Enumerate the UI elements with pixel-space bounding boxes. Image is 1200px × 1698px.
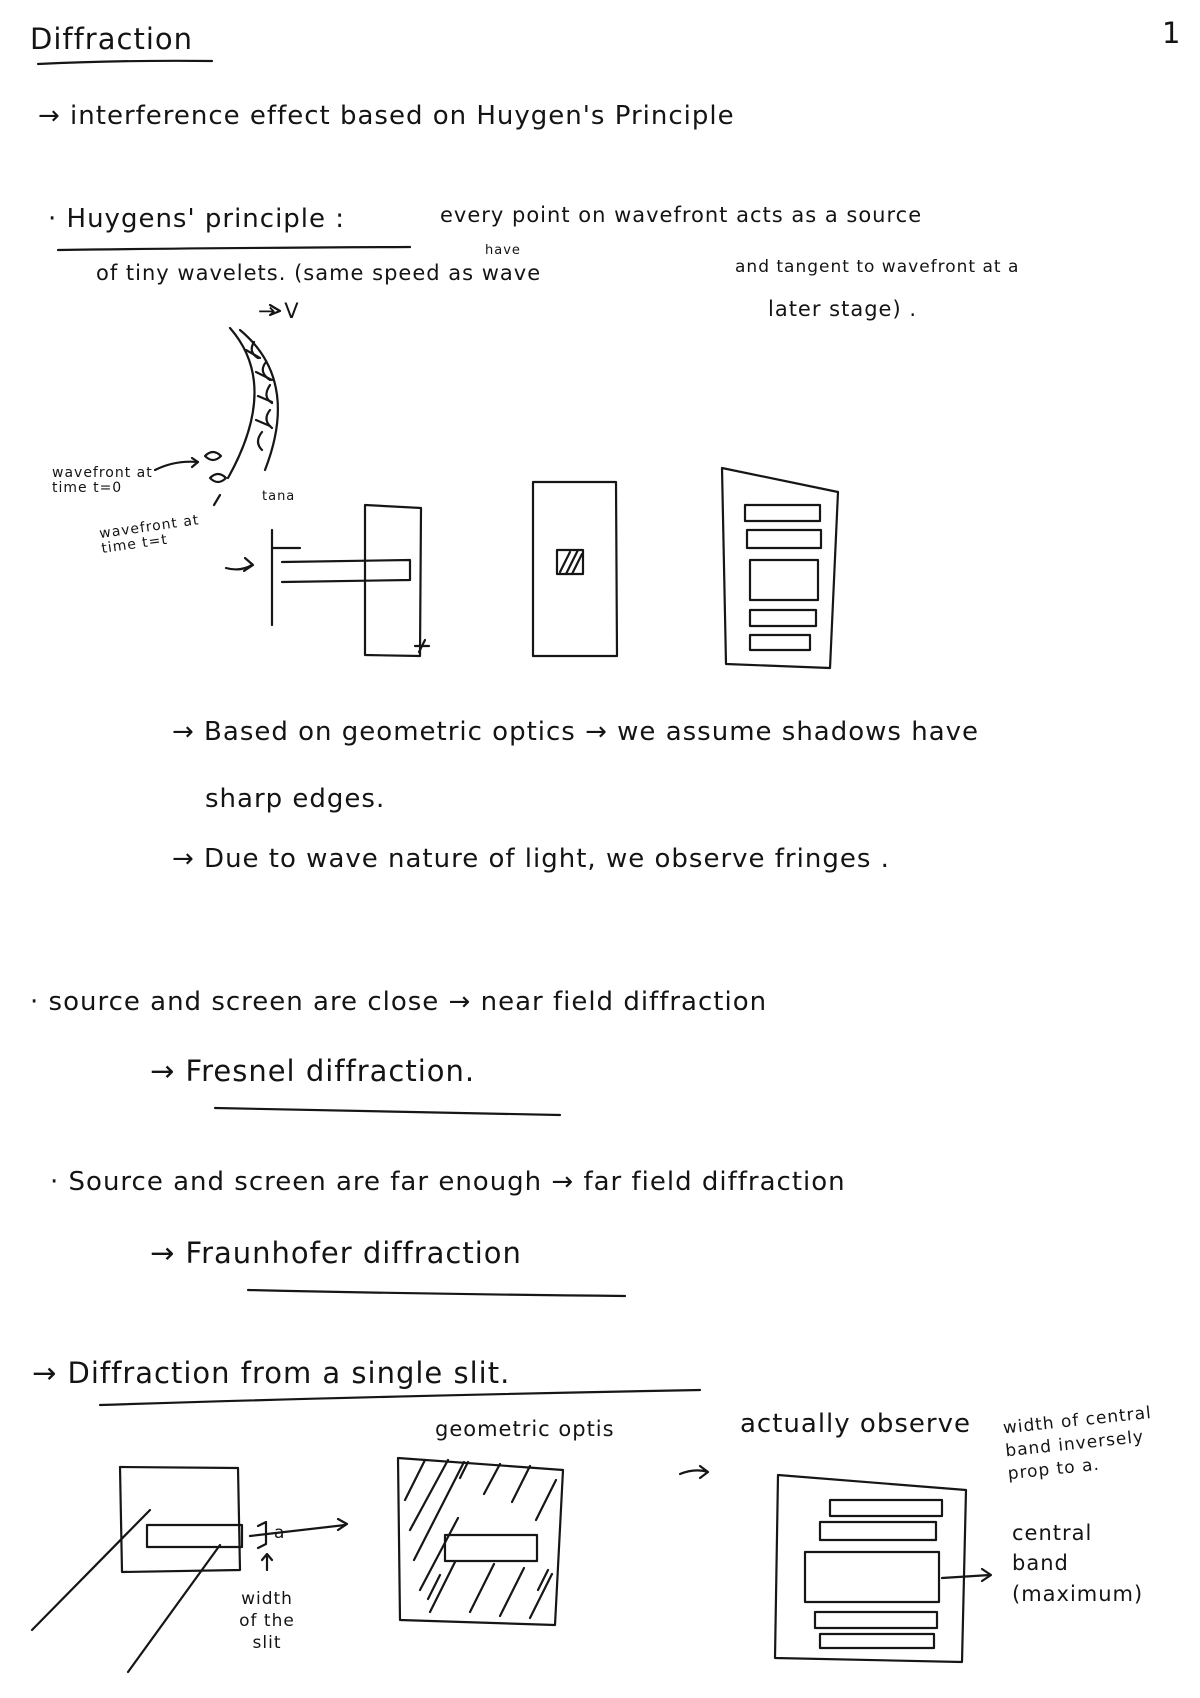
central-band-label: central band (maximum)	[1012, 1521, 1144, 1606]
single-slit-underline	[98, 1388, 702, 1407]
page-title: Diffraction	[30, 22, 193, 56]
huygens-text-1: every point on wavefront acts as a sourc…	[440, 203, 923, 227]
huygens-text-3: later stage) .	[768, 297, 918, 321]
wavefront-t0-label: wavefront at time t=0	[52, 465, 153, 497]
fraunhofer-line: · Source and screen are far enough → far…	[50, 1167, 846, 1197]
huygens-text-2b: and tangent to wavefront at a	[735, 257, 1020, 277]
fresnel-line: · source and screen are close → near fie…	[30, 987, 768, 1017]
fresnel-result: → Fresnel diffraction.	[150, 1054, 476, 1088]
slit-sketch-1	[224, 503, 431, 658]
optics-arrow	[678, 1464, 710, 1480]
huygens-label: · Huygens' principle :	[48, 204, 346, 234]
huygens-text-2a: of tiny wavelets. (same speed as wave	[96, 261, 542, 285]
geometric-note-1: → Based on geometric optics → we assume …	[172, 717, 980, 747]
title-underline	[36, 59, 214, 66]
observed-fringes	[773, 1473, 993, 1664]
actually-observe-label: actually observe	[740, 1409, 971, 1439]
fresnel-underline	[213, 1106, 562, 1117]
slit-a-label: a	[274, 1523, 286, 1543]
fraunhofer-result: → Fraunhofer diffraction	[150, 1236, 522, 1270]
geometric-shadow-hatched	[396, 1456, 565, 1627]
slit-width-label: width of the slit	[239, 1589, 295, 1654]
intro-line: → interference effect based on Huygen's …	[38, 101, 735, 131]
geometric-note-3: → Due to wave nature of light, we observ…	[172, 844, 890, 874]
fraunhofer-underline	[246, 1288, 627, 1298]
page-number: 1	[1162, 16, 1182, 50]
optics-arrow-label: →	[672, 1446, 697, 1478]
single-slit-aperture	[30, 1465, 349, 1674]
huygens-wavefront-diagram	[153, 303, 282, 507]
single-slit-heading: → Diffraction from a single slit.	[32, 1356, 511, 1390]
huygens-superscript: have	[485, 243, 521, 258]
huygens-underline	[56, 245, 412, 252]
geometric-optics-label: geometric optis	[435, 1417, 615, 1441]
velocity-label: → V	[258, 299, 300, 323]
geometric-note-2: sharp edges.	[205, 784, 386, 814]
shadow-sketch-1	[531, 480, 619, 658]
tangent-label: tana	[262, 489, 296, 504]
fringe-sketch-1	[720, 466, 840, 670]
